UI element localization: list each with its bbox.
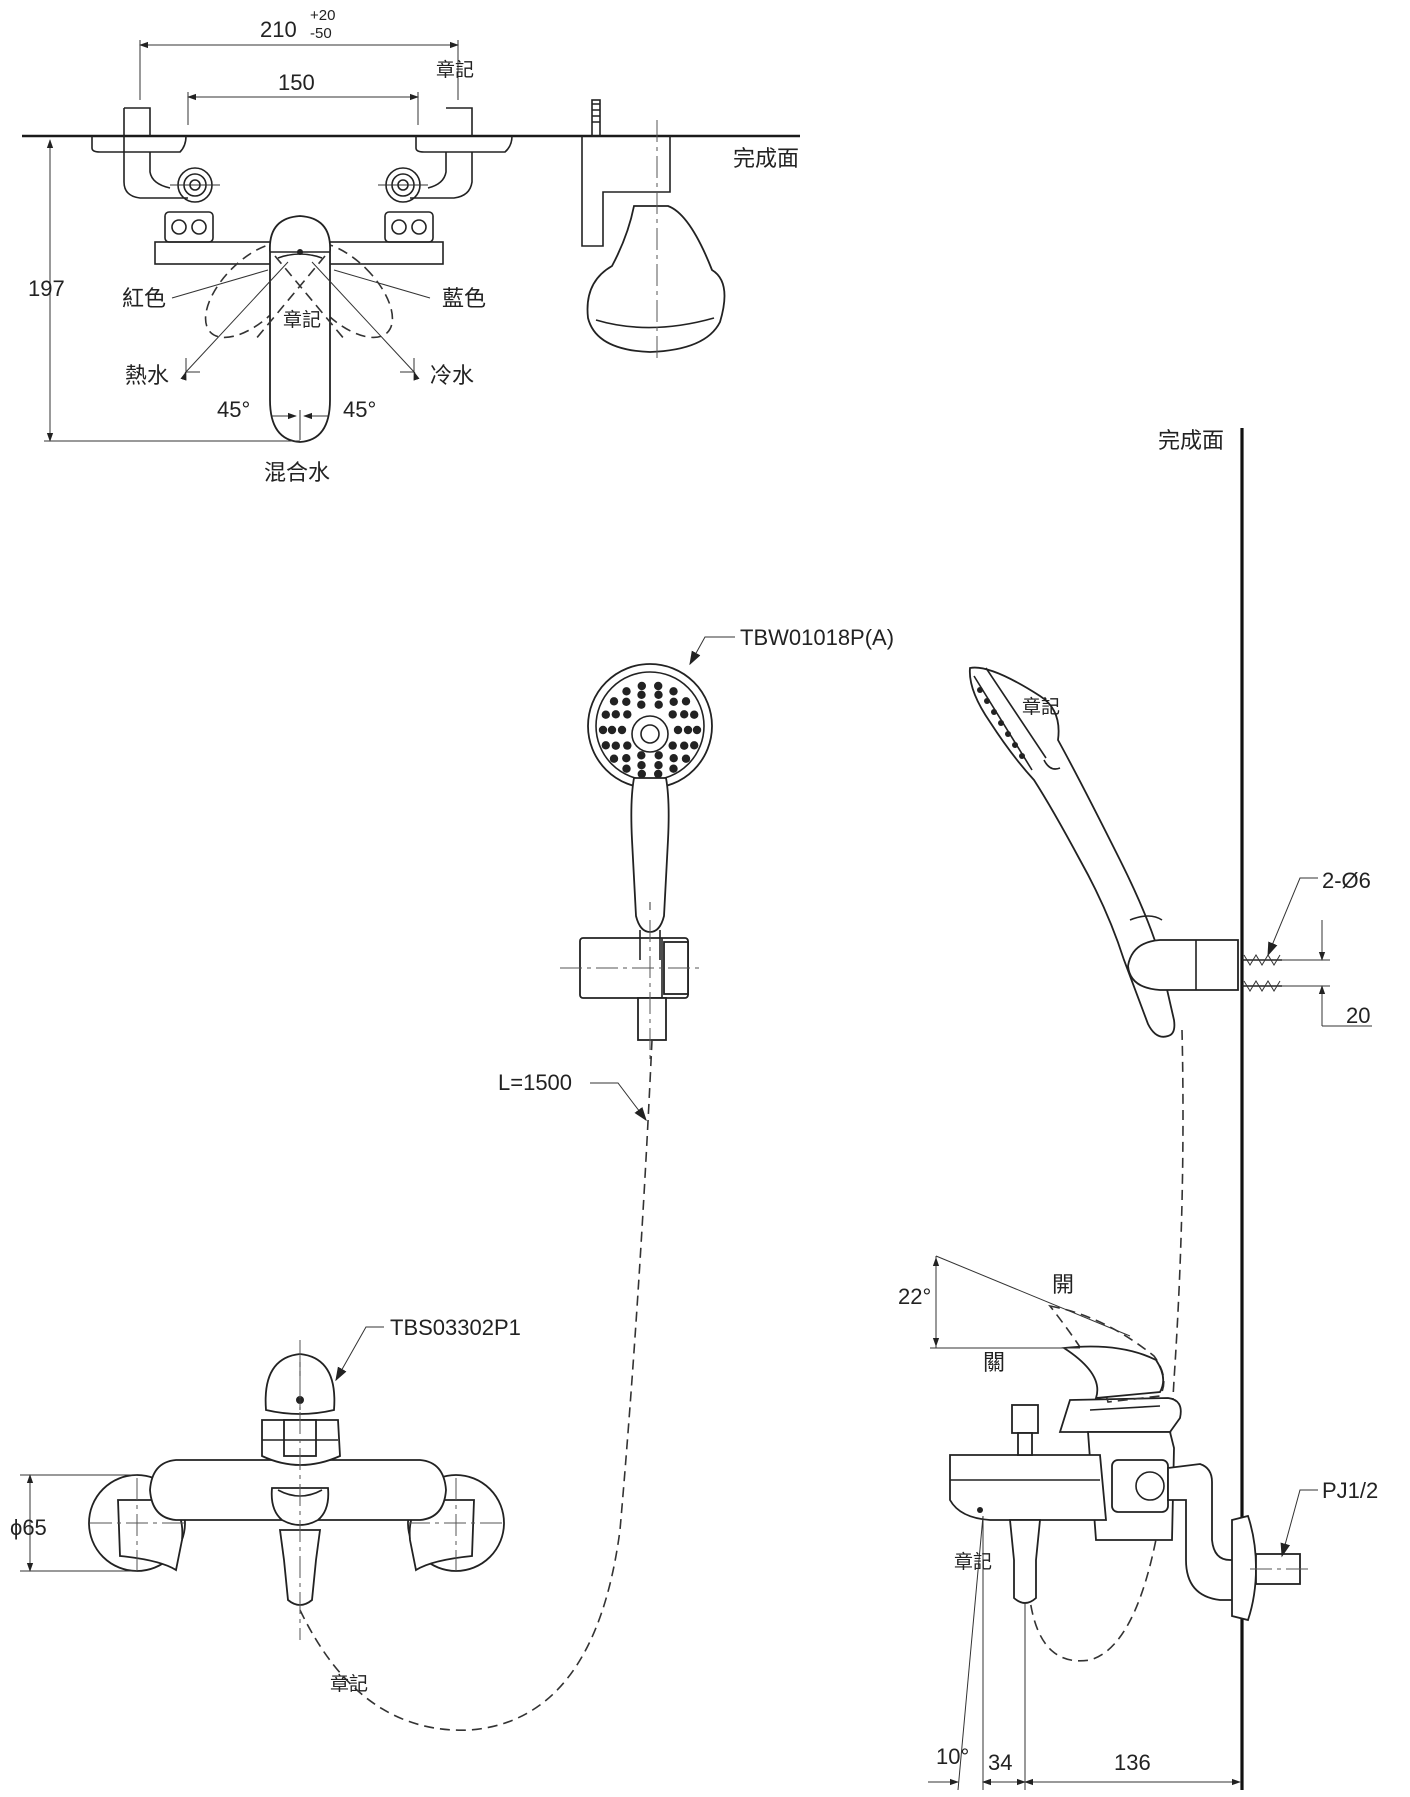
dim-150-label: 150 [278, 70, 315, 95]
angle-right-label: 45° [343, 397, 376, 422]
nozzle-dot [690, 741, 699, 750]
nozzle-dot [637, 769, 646, 779]
nozzle-dot [654, 690, 663, 699]
nozzle-dot [669, 754, 678, 763]
nozzle-dot [601, 710, 610, 719]
nozzle-dot [654, 751, 663, 760]
nozzle-dot [654, 681, 663, 691]
screws-label: 2-Ø6 [1322, 868, 1371, 893]
nozzle-dot [692, 725, 702, 735]
spray-nozzles [598, 681, 702, 779]
nozzle-dot [668, 741, 677, 750]
nozzle-dot [623, 741, 632, 750]
side-nozzle-dot [998, 720, 1004, 726]
nozzle-dot [680, 741, 689, 750]
hand-shower-model-label: TBW01018P(A) [740, 625, 894, 650]
nozzle-dot [611, 710, 620, 719]
nozzle-dot [637, 700, 646, 709]
hose-length-label: L=1500 [498, 1070, 572, 1095]
nozzle-dot [637, 751, 646, 760]
side-nozzle-dot [984, 698, 990, 704]
nozzle-dot [683, 725, 693, 735]
angle-10-label: 10° [936, 1744, 969, 1769]
hot-water-label: 熱水 [125, 363, 169, 388]
side-nozzle-dot [1019, 753, 1025, 759]
front-view [20, 1326, 505, 1640]
nozzle-dot [673, 725, 683, 735]
tolerance-plus: +20 [310, 7, 335, 24]
nozzle-dot [669, 687, 678, 696]
finish-surface-label-top: 完成面 [733, 146, 799, 171]
side-view [928, 428, 1372, 1791]
nozzle-dot [654, 769, 663, 779]
nozzle-dot [637, 681, 646, 691]
finish-surface-label-side: 完成面 [1158, 428, 1224, 453]
nozzle-dot [598, 725, 608, 735]
blue-label: 藍色 [442, 286, 486, 311]
nozzle-dot [668, 710, 677, 719]
nozzle-dot [654, 700, 663, 709]
nozzle-dot [681, 697, 691, 706]
open-label: 開 [1052, 1272, 1074, 1297]
mark-label-lever: 章記 [283, 309, 321, 331]
pipe-label: PJ1/2 [1322, 1478, 1378, 1503]
mark-label-top-right: 章記 [436, 59, 474, 81]
nozzle-dot [637, 761, 646, 770]
mark-label-hose: 章記 [330, 1673, 368, 1695]
nozzle-dot [601, 741, 610, 750]
angle-22-label: 22° [898, 1284, 931, 1309]
side-nozzle-dot [991, 709, 997, 715]
nozzle-dot [622, 754, 631, 763]
nozzle-dot [609, 754, 619, 763]
dim-136-label: 136 [1114, 1750, 1151, 1775]
top-view [22, 40, 800, 443]
nozzle-dot [669, 697, 678, 706]
side-spray-nozzles [977, 687, 1025, 759]
mark-label-spout: 章記 [954, 1551, 992, 1573]
hand-shower-view [299, 636, 735, 1731]
side-nozzle-dot [1012, 742, 1018, 748]
diameter-65-label: ϕ65 [10, 1515, 47, 1540]
nozzle-dot [680, 710, 689, 719]
nozzle-dot [690, 710, 699, 719]
side-nozzle-dot [1005, 731, 1011, 737]
dim-210-label: 210 [260, 17, 297, 42]
nozzle-dot [622, 764, 631, 773]
cold-water-label: 冷水 [430, 363, 474, 388]
close-label: 關 [983, 1350, 1005, 1375]
side-nozzle-dot [977, 687, 983, 693]
angle-left-label: 45° [217, 397, 250, 422]
nozzle-dot [637, 690, 646, 699]
dim-20-label: 20 [1346, 1003, 1370, 1028]
nozzle-dot [623, 710, 632, 719]
mixed-water-label: 混合水 [264, 460, 330, 485]
nozzle-dot [622, 697, 631, 706]
nozzle-dot [622, 687, 631, 696]
tolerance-minus: -50 [310, 25, 332, 42]
faucet-model-label: TBS03302P1 [390, 1315, 521, 1340]
nozzle-dot [609, 697, 619, 706]
dim-197-label: 197 [28, 276, 65, 301]
mark-label-handshower: 章記 [1022, 696, 1060, 718]
red-label: 紅色 [122, 286, 166, 311]
nozzle-dot [654, 761, 663, 770]
nozzle-dot [669, 764, 678, 773]
nozzle-dot [607, 725, 617, 735]
nozzle-dot [681, 754, 691, 763]
dim-34-label: 34 [988, 1750, 1012, 1775]
nozzle-dot [611, 741, 620, 750]
nozzle-dot [617, 725, 627, 735]
